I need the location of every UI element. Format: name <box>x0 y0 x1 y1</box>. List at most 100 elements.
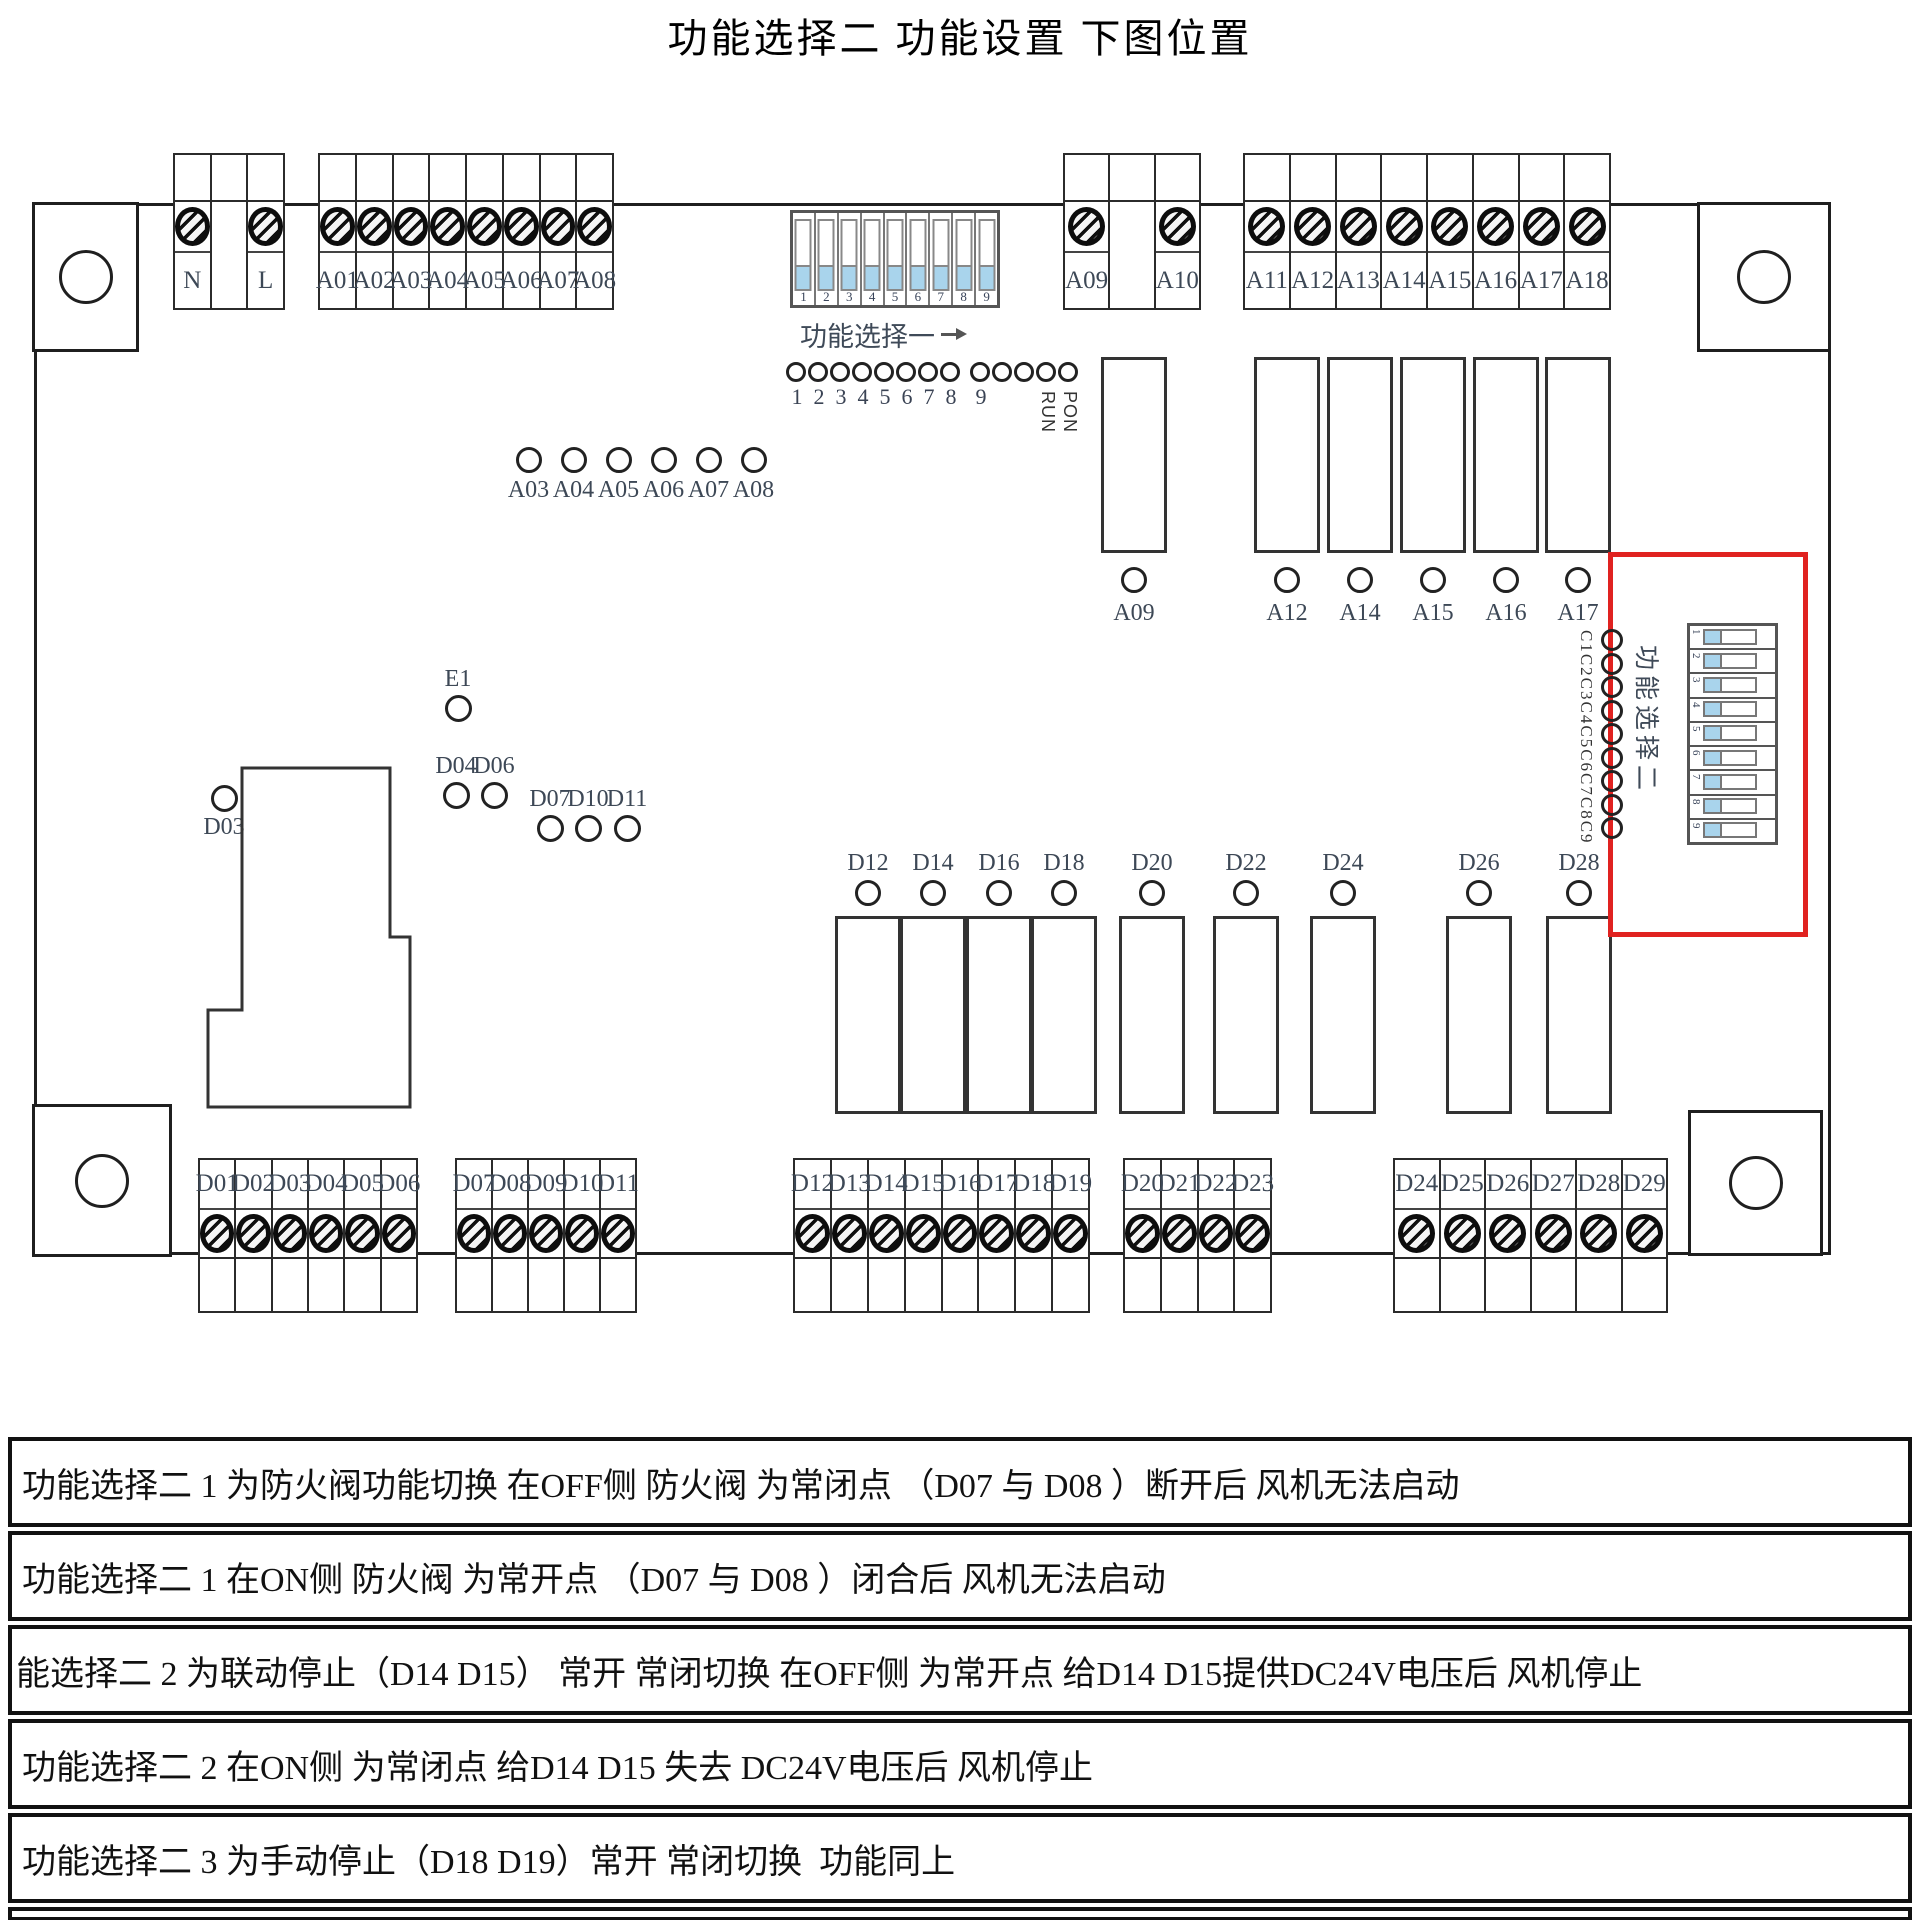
relay-body <box>966 916 1032 1114</box>
indicator-label: A03 <box>507 477 550 503</box>
mount-hole-icon <box>1737 250 1791 304</box>
terminal-label: D27 <box>1531 1160 1575 1210</box>
terminal-cell: D29 <box>1622 1160 1666 1311</box>
screw-terminal-icon <box>1161 1214 1197 1253</box>
terminal-cell: A14 <box>1382 155 1428 308</box>
led-circle-icon <box>874 362 894 382</box>
dip-switch-track <box>1703 798 1757 815</box>
relay-label: A14 <box>1339 600 1381 626</box>
screw-terminal-icon <box>236 1214 271 1253</box>
dip-switch-track <box>978 219 996 291</box>
screw-terminal-icon <box>831 1214 867 1253</box>
led-number: 5 <box>879 384 891 409</box>
relay-column-a09: A09 <box>1101 357 1167 627</box>
relay-label: A17 <box>1557 600 1599 626</box>
screw-terminal-icon <box>1568 207 1606 246</box>
terminal-label: D12 <box>791 1160 834 1210</box>
terminal-label: D07 <box>452 1160 496 1210</box>
relay-led-icon <box>1233 880 1259 906</box>
indicator: A08 <box>731 447 776 504</box>
status-led: RUN <box>1036 362 1058 433</box>
mount-pad-top-right <box>1697 202 1831 352</box>
dip-switch: 6 <box>1690 747 1775 772</box>
terminal-label: D25 <box>1440 1160 1484 1210</box>
status-led: 2 <box>808 362 830 410</box>
led-circle-icon <box>830 362 850 382</box>
relay-body <box>1254 357 1320 553</box>
relay-body <box>1310 916 1376 1114</box>
relay-label: D14 <box>912 850 954 876</box>
dip-switch: 4 <box>1690 699 1775 723</box>
component-outline <box>206 766 412 1109</box>
screw-terminal-icon <box>1068 207 1106 246</box>
dip-switch-track <box>863 219 881 291</box>
terminal-cell: D06 <box>377 1160 420 1311</box>
page-title: 功能选择二 功能设置 下图位置 <box>667 16 1253 61</box>
screw-terminal-icon <box>272 1214 307 1253</box>
indicator-label: A04 <box>552 477 595 503</box>
dip-switch-handle <box>1705 751 1722 764</box>
table-row: 功能选择二 1 为防火阀功能切换 在OFF侧 防火阀 为常闭点 （D07 与 D… <box>8 1437 1912 1527</box>
table-row: 功能选择二 3 为手动停止（D18 D19）常开 常闭切换 功能同上 <box>8 1813 1912 1903</box>
terminal-cell: D10 <box>560 1160 604 1311</box>
screw-terminal-icon <box>308 1214 344 1253</box>
dip-switch: 1 <box>1690 626 1775 651</box>
dip-switch: 8 <box>953 213 977 305</box>
point-circle-icon <box>574 815 602 842</box>
relay-body <box>1327 357 1393 553</box>
relay-label: D22 <box>1225 850 1267 876</box>
terminal-cell: A18 <box>1565 155 1609 308</box>
dip-switch-track <box>817 219 835 291</box>
c-pin-circle-icon <box>1601 652 1623 675</box>
terminal-cell: D15 <box>902 1160 945 1311</box>
terminal-cell: D25 <box>1440 1160 1486 1311</box>
indicator: A06 <box>641 447 686 504</box>
function-description-table: 功能选择二 1 为防火阀功能切换 在OFF侧 防火阀 为常闭点 （D07 与 D… <box>8 1437 1912 1920</box>
screw-terminal-icon <box>1522 207 1560 246</box>
led-number: 3 <box>835 384 847 409</box>
terminal-block-nl: N L <box>173 153 285 310</box>
dip-switch: 9 <box>976 213 997 305</box>
led-vertical-label: RUN <box>1038 391 1058 433</box>
relay-led-icon <box>1139 880 1165 906</box>
status-led: 9 <box>970 362 992 410</box>
status-led <box>992 362 1014 410</box>
terminal-cell: D05 <box>341 1160 384 1311</box>
terminal-label: A11 <box>1245 266 1288 294</box>
status-led: 3 <box>830 362 852 410</box>
terminal-cell: D14 <box>865 1160 908 1311</box>
dip-switch-handle <box>1705 654 1722 667</box>
terminal-label: D03 <box>268 1160 311 1210</box>
terminal-cell: A06 <box>500 155 543 308</box>
dip-switch-number: 8 <box>960 289 967 304</box>
dip-switch-number: 8 <box>1690 798 1702 805</box>
indicator-circle-icon <box>515 447 542 473</box>
dip-switch-handle <box>796 265 810 289</box>
terminal-block-d24-d29: D24 D25 D26 D27 D28 <box>1393 1158 1668 1313</box>
terminal-label: D17 <box>975 1160 1018 1210</box>
point-d10: D10 <box>560 786 616 844</box>
point-label: D06 <box>473 753 515 779</box>
screw-terminal-icon <box>1198 1214 1234 1253</box>
indicator-circle-icon <box>650 447 677 473</box>
terminal-cell: D01 <box>196 1160 239 1311</box>
status-led: 5 <box>874 362 896 410</box>
relay-led-icon <box>1565 567 1591 593</box>
c-pin-circle-icon <box>1601 770 1623 792</box>
dip-switch: 2 <box>1690 650 1775 675</box>
led-number: 8 <box>945 384 957 409</box>
terminal-cell: D26 <box>1486 1160 1532 1311</box>
dip-switch-number: 7 <box>1690 774 1702 780</box>
terminal-label: D01 <box>196 1160 239 1210</box>
relay-body <box>900 916 966 1114</box>
indicator-circle-icon <box>740 447 767 473</box>
relay-column-a14: A14 <box>1327 357 1393 627</box>
screw-terminal-icon <box>1431 207 1469 246</box>
led-circle-icon <box>808 362 828 382</box>
terminal-label: A17 <box>1519 266 1563 294</box>
screw-terminal-icon <box>493 1214 527 1253</box>
terminal-cell: A10 <box>1155 155 1199 308</box>
mount-hole-icon <box>1728 1156 1783 1210</box>
dip-switch-number: 2 <box>1690 653 1702 659</box>
